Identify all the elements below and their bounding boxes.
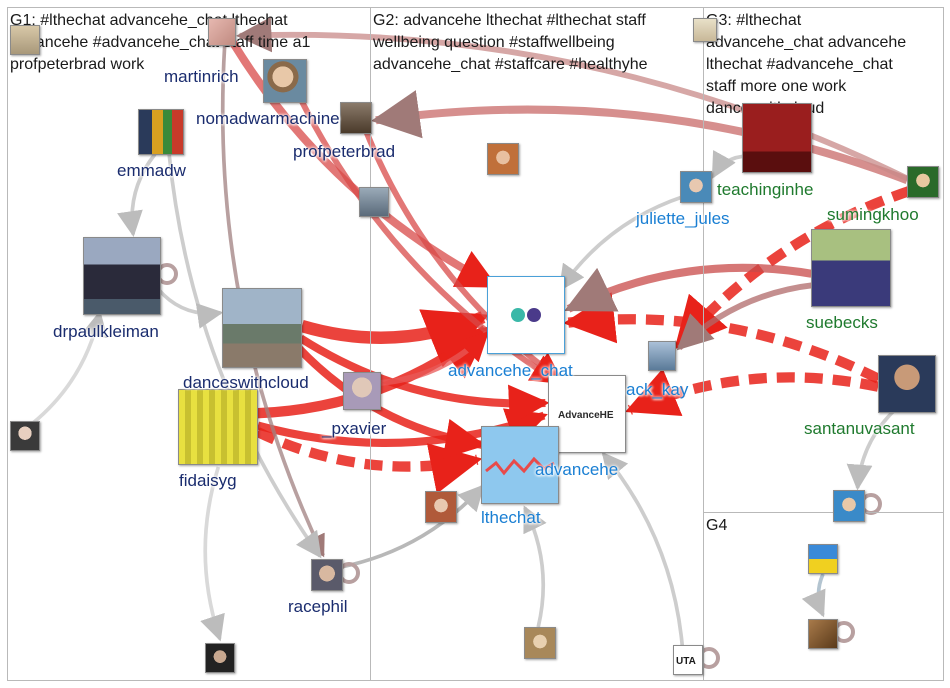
avatar-g2-user-b[interactable]: [425, 491, 457, 523]
label-suebecks[interactable]: suebecks: [806, 313, 878, 332]
edge-santanuvasant-to-advancehe: [625, 368, 880, 417]
edge--pxavier-to-advancehe-chat: [378, 330, 490, 386]
avatar-fidaisyg[interactable]: [178, 389, 258, 465]
avatar-advancehe[interactable]: AdvanceHE: [548, 375, 626, 453]
group-title-g4: G4: [706, 517, 728, 534]
edge-drpaulkleiman-to-danceswithcloud: [157, 288, 224, 329]
avatar-g1-user-b[interactable]: [205, 643, 235, 673]
uta-logo: UTA: [676, 656, 696, 667]
label-sumingkhoo[interactable]: sumingkhoo: [827, 205, 919, 224]
avatar-sumingkhoo[interactable]: [907, 166, 939, 198]
label-lthechat[interactable]: lthechat: [481, 508, 541, 527]
label-jack-kay[interactable]: ack_kay: [626, 380, 689, 399]
avatar-g4-user-a[interactable]: [833, 490, 865, 522]
edge-juliette-jules-to-advancehe-chat: [558, 194, 684, 292]
label-racephil[interactable]: racephil: [288, 597, 348, 616]
label-juliette-jules[interactable]: juliette_jules: [636, 209, 730, 228]
avatar-nomadwarmachine[interactable]: [263, 59, 307, 103]
avatar-pxavier[interactable]: [343, 372, 381, 410]
label-fidaisyg[interactable]: fidaisyg: [179, 471, 237, 490]
svg-text:AdvanceHE: AdvanceHE: [558, 410, 614, 421]
avatar-drpaulkleiman[interactable]: [83, 237, 161, 315]
lthechat-logo: [485, 456, 555, 476]
label-profpeterbrad[interactable]: profpeterbrad: [293, 142, 396, 161]
edge-g1-user-a-to-drpaulkleiman: [31, 310, 108, 425]
label-drpaulkleiman[interactable]: drpaulkleiman: [53, 322, 159, 341]
edge-suebecks-to-jack-kay: [676, 281, 816, 351]
svg-text:UTA: UTA: [676, 656, 696, 667]
edge-fidaisyg-to-g1-user-b: [200, 466, 225, 642]
avatar-lthechat[interactable]: [481, 426, 559, 504]
advancehe-logo: AdvanceHE: [555, 410, 619, 421]
label-advancehe-chat[interactable]: advancehe_chat: [448, 361, 573, 380]
edge-emmadw-to-racephil: [167, 153, 322, 559]
label-teachinginhe[interactable]: teachinginhe: [717, 180, 814, 199]
avatar-santanuvasant[interactable]: [878, 355, 936, 413]
edge-suebecks-to-advancehe-chat: [564, 263, 813, 313]
edge-g2-user-c-to-lthechat: [523, 505, 547, 628]
avatar-g2-user-c[interactable]: [524, 627, 556, 659]
avatar-g1-user-d[interactable]: [10, 25, 40, 55]
label-nomadwarmachine[interactable]: nomadwarmachine: [196, 109, 340, 128]
edge-emmadw-to-drpaulkleiman: [117, 153, 157, 238]
avatar-jack-kay[interactable]: [648, 341, 676, 371]
avatar-g2-user-a[interactable]: [487, 143, 519, 175]
avatar-g1-user-c[interactable]: [359, 187, 389, 217]
avatar-g2-user-d[interactable]: UTA: [673, 645, 703, 675]
edge-sumingkhoo-to-martinrich: [236, 16, 909, 182]
group-title-g1: G1: #lthechat advancehe_chat lthechat ad…: [10, 12, 311, 73]
edge-santanuvasant-to-advancehe-chat: [563, 292, 881, 384]
avatar-g1-user-a[interactable]: [10, 421, 40, 451]
edge-danceswithcloud-to-advancehe: [298, 334, 550, 426]
edge-danceswithcloud-to-advancehe-chat: [300, 309, 489, 368]
avatar-juliette-jules[interactable]: [680, 171, 712, 203]
edge-sumingkhoo-to-jack-kay: [673, 185, 912, 350]
label-santanuvasant[interactable]: santanuvasant: [804, 419, 915, 438]
group-title-g2: G2: advancehe lthechat #lthechat staff w…: [373, 12, 648, 73]
label-emmadw[interactable]: emmadw: [117, 161, 186, 180]
avatar-g2-user-e[interactable]: [693, 18, 717, 42]
avatar-suebecks[interactable]: [811, 229, 891, 307]
advancehe-chat-logo: [511, 308, 541, 322]
label-advancehe[interactable]: advancehe: [535, 460, 619, 479]
label-martinrich[interactable]: martinrich: [164, 67, 239, 86]
edge-danceswithcloud-to-lthechat: [294, 343, 487, 459]
avatar-profpeterbrad[interactable]: [340, 102, 372, 134]
avatar-danceswithcloud[interactable]: [222, 288, 302, 368]
label-danceswithcloud[interactable]: danceswithcloud: [183, 373, 309, 392]
edge-g2-user-d-to-advancehe: [601, 451, 685, 647]
edge-sumingkhoo-to-profpeterbrad: [371, 90, 909, 184]
edge-fidaisyg-to-lthechat: [255, 427, 483, 494]
avatar-g4-user-c[interactable]: [808, 619, 838, 649]
edge-g4-user-b-to-g4-user-c: [801, 573, 826, 618]
avatar-g4-user-b[interactable]: [808, 544, 838, 574]
edge-racephil-to-lthechat: [340, 484, 485, 569]
avatar-advancehe-chat[interactable]: [487, 276, 565, 354]
group-panel-g4: [703, 512, 944, 681]
label-pxavier[interactable]: _pxavier: [322, 419, 387, 438]
avatar-racephil[interactable]: [311, 559, 343, 591]
avatar-teachinginhe[interactable]: [742, 103, 812, 173]
edge-santanuvasant-to-g4-user-a: [846, 408, 896, 491]
avatar-martinrich[interactable]: [208, 18, 236, 46]
avatar-emmadw[interactable]: [138, 109, 184, 155]
